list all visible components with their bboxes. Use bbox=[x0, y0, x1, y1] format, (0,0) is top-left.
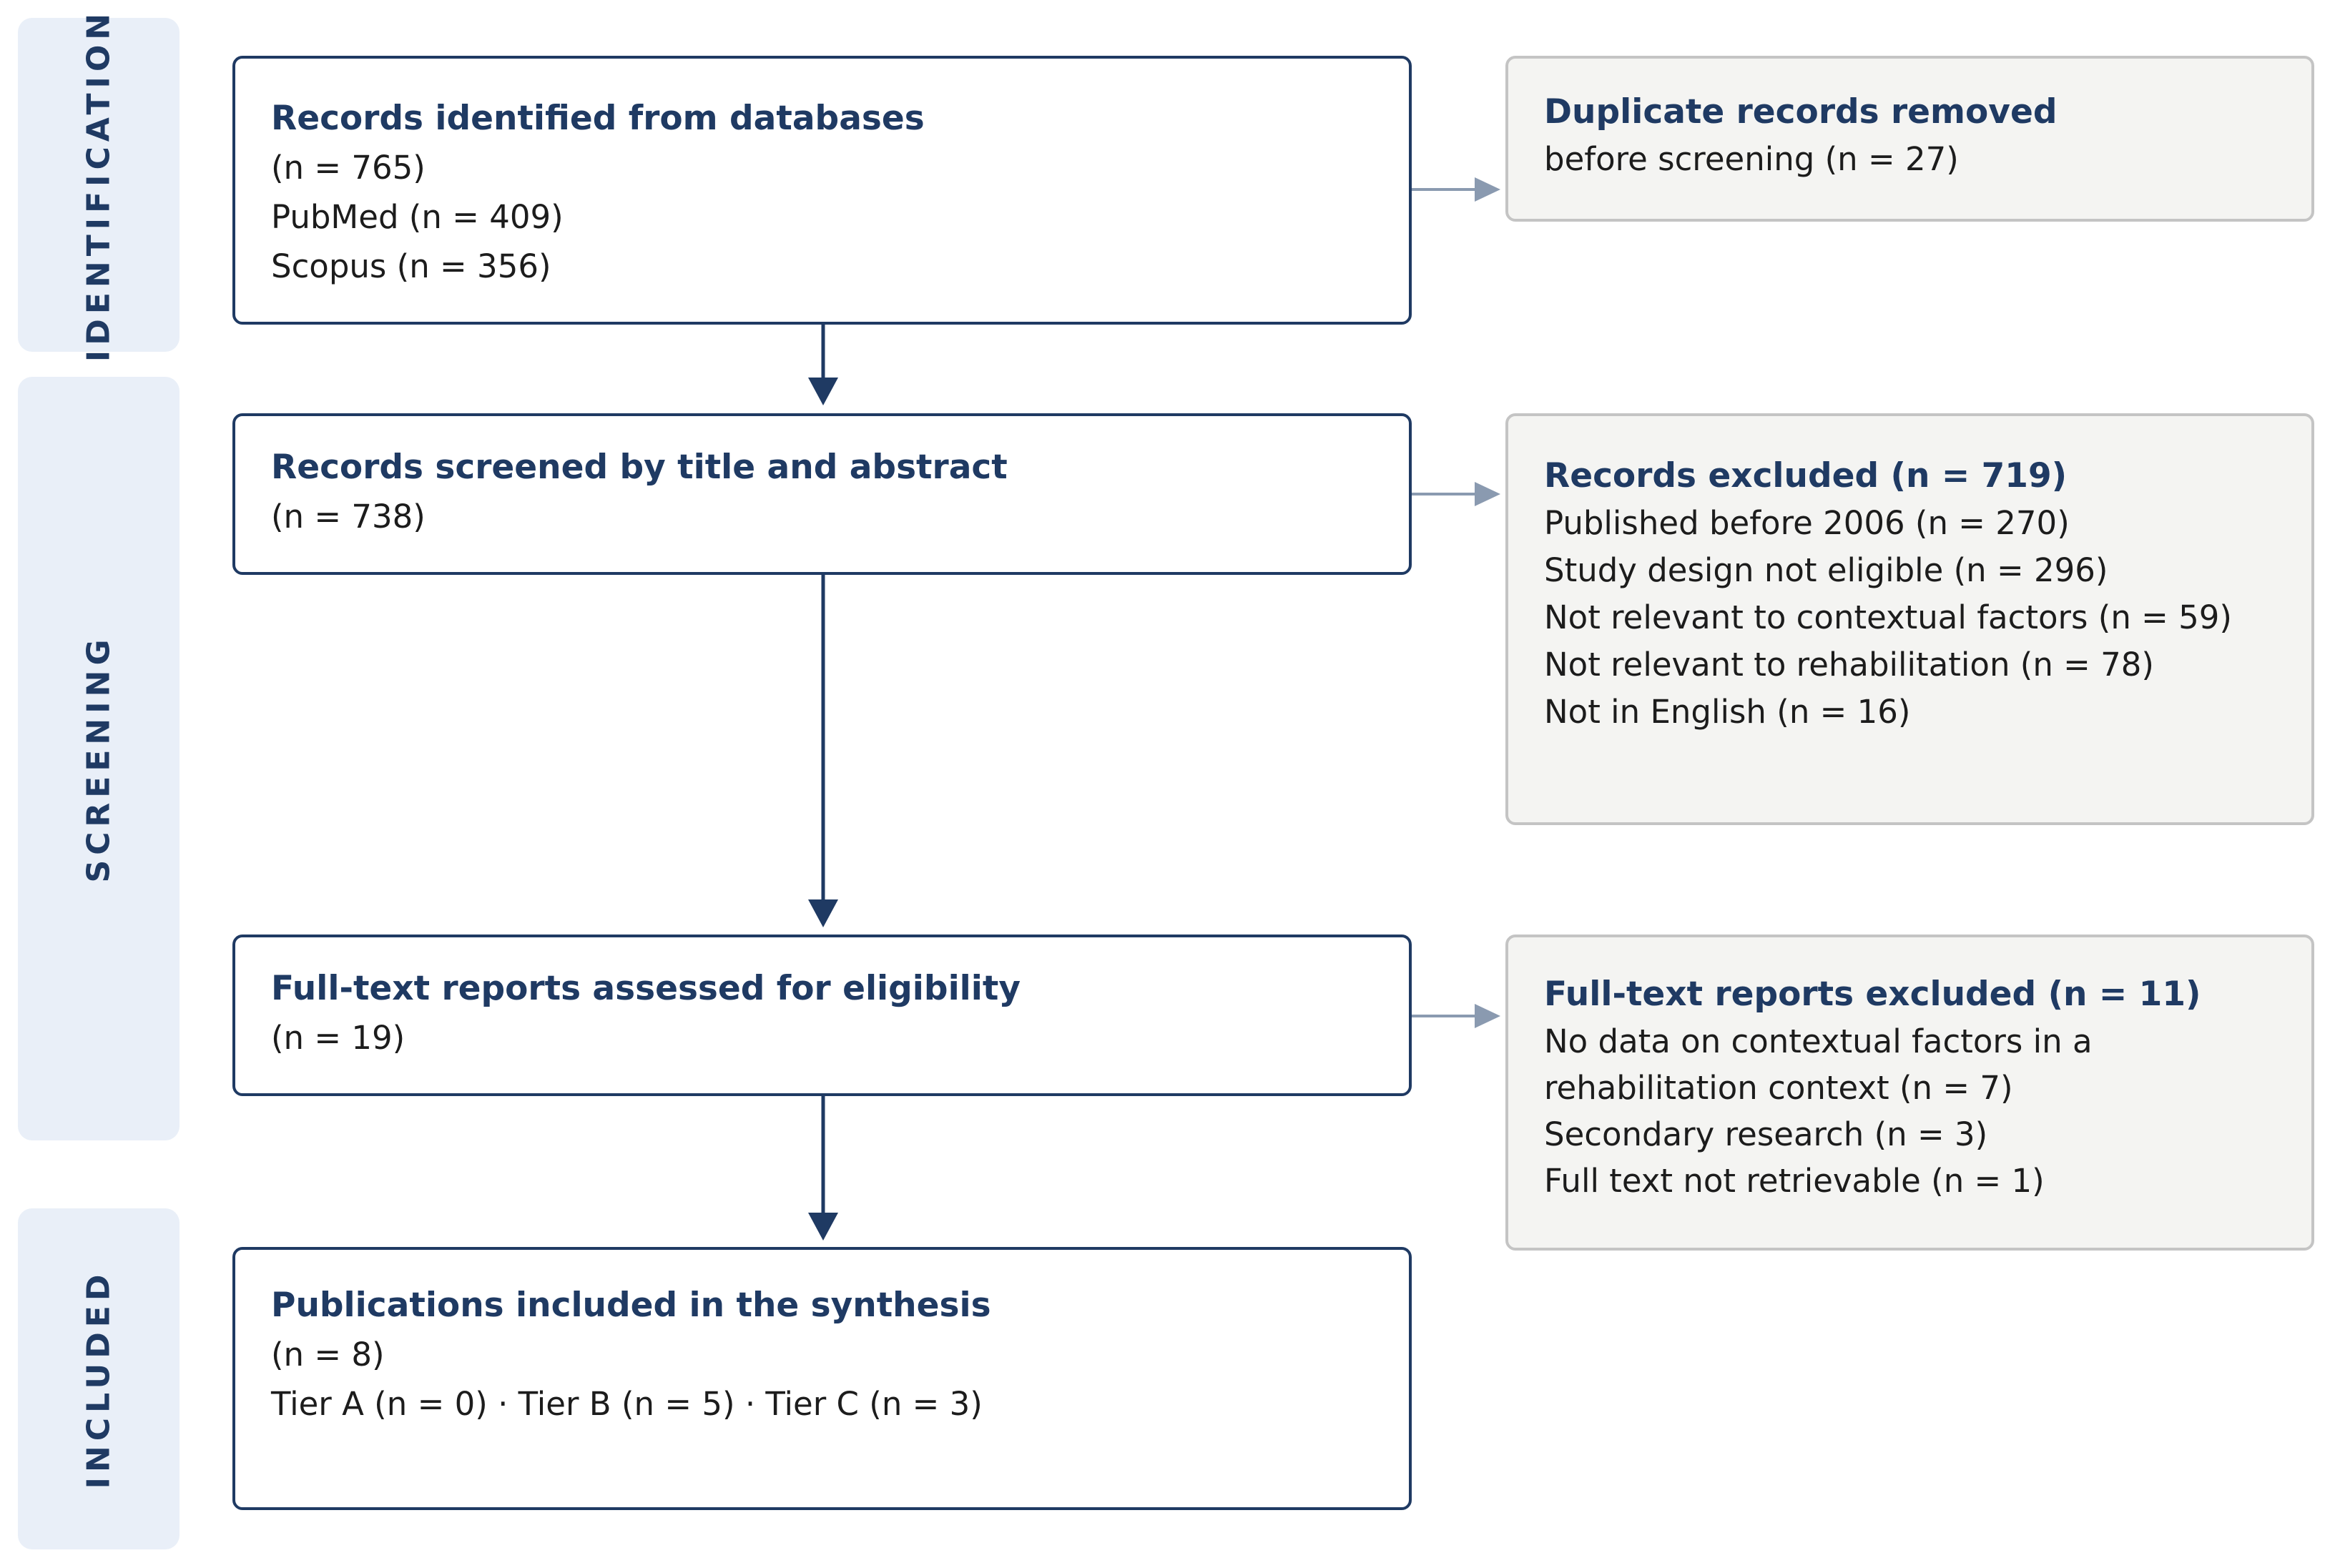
excluded-reason: Not in English (n = 16) bbox=[1544, 693, 1911, 731]
screened-count: (n = 738) bbox=[271, 498, 426, 536]
identified-total: (n = 765) bbox=[271, 149, 426, 187]
included-tiers: Tier A (n = 0) · Tier B (n = 5) · Tier C… bbox=[271, 1385, 983, 1423]
excluded-reason: Published before 2006 (n = 270) bbox=[1544, 504, 2070, 542]
arrowhead-fulltext-excluded bbox=[1475, 1004, 1500, 1028]
identified-title: Records identified from databases bbox=[271, 99, 925, 138]
side-flow-arrows bbox=[1412, 177, 1500, 1028]
fulltext-excluded-reason: Full text not retrievable (n = 1) bbox=[1544, 1162, 2045, 1200]
excluded-title: Records excluded (n = 719) bbox=[1544, 456, 2068, 495]
arrowhead-excluded bbox=[1475, 482, 1500, 506]
phase-band-included: INCLUDED bbox=[18, 1208, 180, 1549]
fulltext-excluded-reason: rehabilitation context (n = 7) bbox=[1544, 1069, 2013, 1107]
duplicates-title: Duplicate records removed bbox=[1544, 92, 2058, 132]
identified-scopus: Scopus (n = 356) bbox=[271, 247, 551, 285]
duplicates-detail: before screening (n = 27) bbox=[1544, 140, 1959, 178]
identified-pubmed: PubMed (n = 409) bbox=[271, 198, 564, 236]
arrowhead-fulltext bbox=[808, 899, 838, 927]
excluded-reason: Study design not eligible (n = 296) bbox=[1544, 551, 2108, 589]
included-title: Publications included in the synthesis bbox=[271, 1286, 991, 1325]
fulltext-excluded-reason: Secondary research (n = 3) bbox=[1544, 1115, 1988, 1153]
phase-band-identification: IDENTIFICATION bbox=[18, 8, 180, 362]
fulltext-box: Full-text reports assessed for eligibili… bbox=[232, 935, 1412, 1096]
arrowhead-screened bbox=[808, 378, 838, 405]
fulltext-title: Full-text reports assessed for eligibili… bbox=[271, 969, 1021, 1008]
arrowhead-duplicates bbox=[1475, 177, 1500, 202]
included-box: Publications included in the synthesis (… bbox=[232, 1247, 1412, 1510]
identified-box: Records identified from databases (n = 7… bbox=[232, 56, 1412, 325]
fulltext-excluded-reason: No data on contextual factors in a bbox=[1544, 1022, 2093, 1060]
excluded-reason: Not relevant to contextual factors (n = … bbox=[1544, 598, 2232, 636]
fulltext-excluded-box: Full-text reports excluded (n = 11) No d… bbox=[1505, 935, 2314, 1251]
screened-title: Records screened by title and abstract bbox=[271, 448, 1008, 487]
fulltext-count: (n = 19) bbox=[271, 1019, 405, 1057]
main-flow-arrows bbox=[808, 324, 838, 1241]
screened-box: Records screened by title and abstract (… bbox=[232, 413, 1412, 575]
phase-band-screening: SCREENING bbox=[18, 377, 180, 1140]
duplicates-box: Duplicate records removed before screeni… bbox=[1505, 56, 2314, 222]
included-count: (n = 8) bbox=[271, 1336, 385, 1374]
arrowhead-included bbox=[808, 1213, 838, 1241]
excluded-reason: Not relevant to rehabilitation (n = 78) bbox=[1544, 646, 2154, 684]
excluded-box: Records excluded (n = 719) Published bef… bbox=[1505, 413, 2314, 825]
fulltext-excluded-title: Full-text reports excluded (n = 11) bbox=[1544, 975, 2201, 1014]
